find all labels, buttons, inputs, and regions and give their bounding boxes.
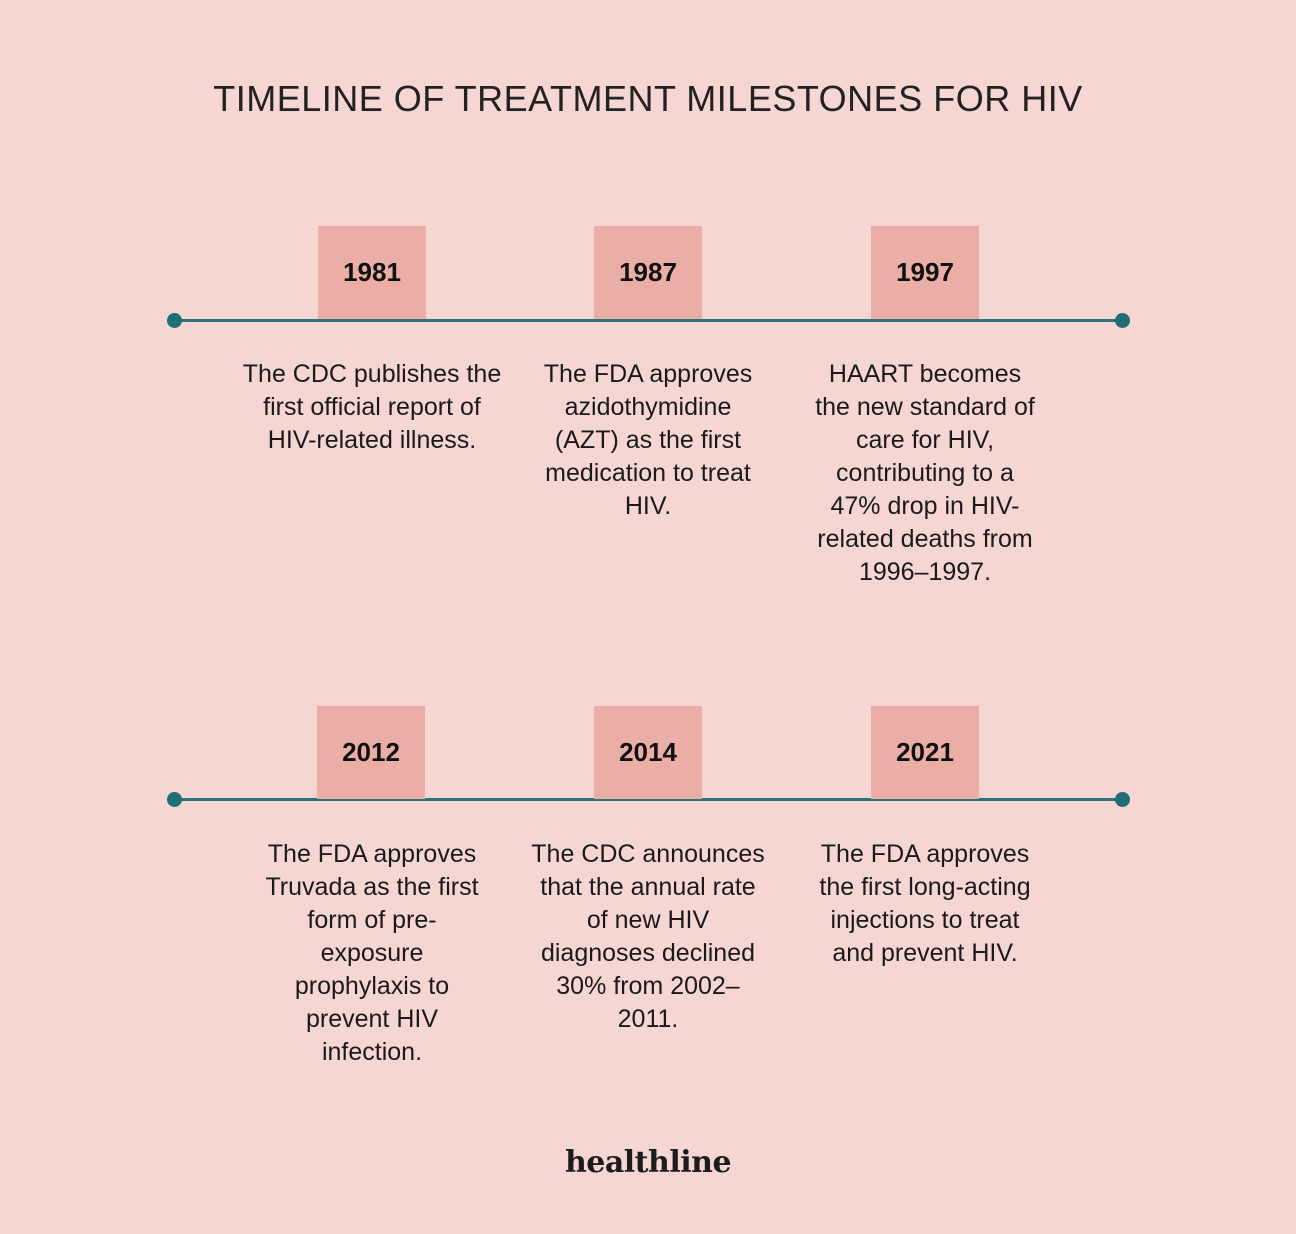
timeline-line (174, 319, 1122, 322)
milestone-description: HAART becomes the new standard of care f… (815, 360, 1035, 586)
year-badge: 1997 (871, 226, 979, 319)
timeline-line (174, 798, 1122, 801)
timeline-end-dot-icon (1115, 313, 1130, 328)
milestone-description: The CDC publishes the first official rep… (242, 360, 502, 454)
year-badge: 2021 (871, 706, 979, 799)
timeline-start-dot-icon (167, 313, 182, 328)
milestone-description: The FDA approves azidothymidine (AZT) as… (543, 360, 753, 520)
healthline-logo: healthline (564, 1145, 732, 1180)
milestone-description: The CDC announces that the annual rate o… (531, 840, 765, 1033)
year-badge: 2014 (594, 706, 702, 799)
milestone-description: The FDA approves the first long-acting i… (819, 840, 1031, 967)
year-badge: 2012 (317, 706, 425, 799)
year-badge: 1987 (594, 226, 702, 319)
timeline-end-dot-icon (1115, 792, 1130, 807)
milestone-description: The FDA approves Truvada as the first fo… (265, 840, 479, 1066)
year-badge: 1981 (318, 226, 426, 319)
timeline-start-dot-icon (167, 792, 182, 807)
page-title: TIMELINE OF TREATMENT MILESTONES FOR HIV (213, 78, 1083, 119)
